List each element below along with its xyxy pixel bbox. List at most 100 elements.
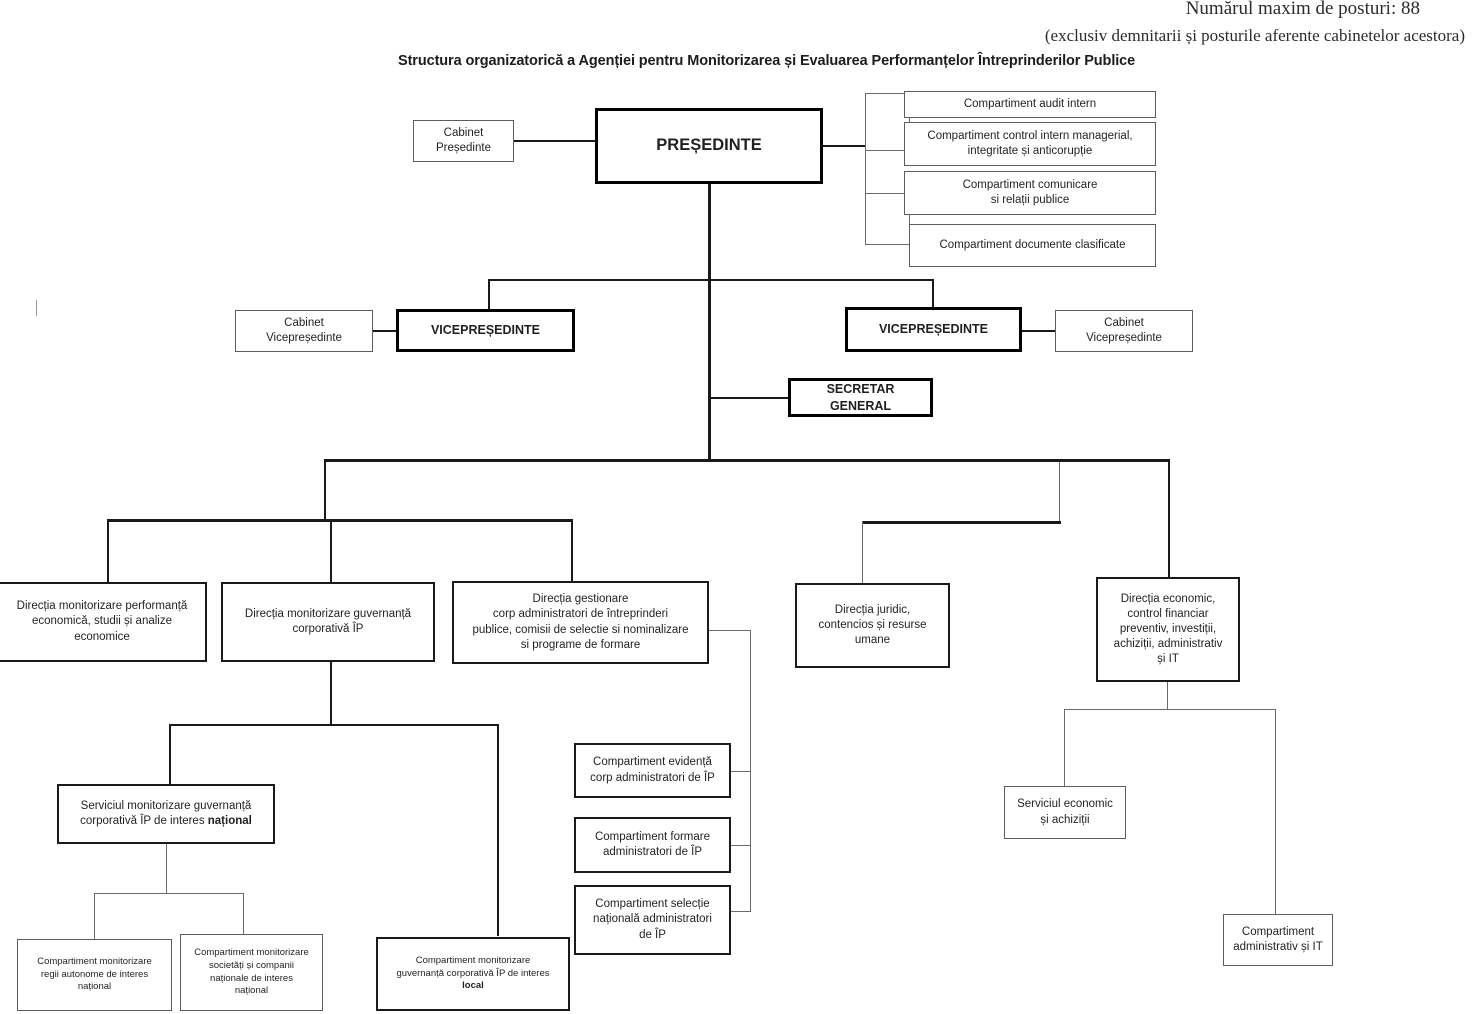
connector-administrativ-drop (1275, 709, 1277, 915)
connector-dir-juridic-drop (862, 521, 864, 583)
connector-cabinet-presedinte (514, 140, 596, 142)
node-label-line2: guvernanță corporativă ÎP de interes (396, 967, 550, 979)
exclusion-note-label: (exclusiv demnitarii și posturile aferen… (1044, 26, 1465, 45)
node-vicepresedinte-stanga[interactable]: VICEPREȘEDINTE (396, 309, 575, 352)
node-label: PREȘEDINTE (656, 136, 762, 155)
node-secretar-general[interactable]: SECRETAR GENERAL (788, 378, 933, 417)
stray-mark (36, 300, 37, 316)
node-label: VICEPREȘEDINTE (878, 322, 989, 337)
connector-vice-left-drop (488, 279, 490, 311)
connector-to-documente (865, 244, 910, 246)
node-label: SECRETAR GENERAL (826, 382, 895, 413)
node-compartiment-monitorizare-local[interactable]: Compartiment monitorizare guvernanță cor… (376, 937, 570, 1011)
node-label: VICEPREȘEDINTE (430, 323, 541, 338)
connector-guvernanta-stem (330, 662, 332, 725)
connector-comunicare-drop (909, 193, 911, 245)
node-label-emphasis: național (207, 815, 252, 827)
connector-main-trunk (708, 184, 711, 462)
connector-directorate-bar (324, 459, 1061, 462)
node-compartiment-control-intern[interactable]: Compartiment control intern managerial,i… (904, 122, 1156, 166)
connector-dir-economic-drop (1168, 459, 1170, 577)
connector-cabinet-vice-stanga (373, 330, 397, 332)
connector-vice-bar (488, 279, 934, 281)
node-vicepresedinte-dreapta[interactable]: VICEPREȘEDINTE (845, 307, 1022, 352)
node-label: Compartiment control intern managerial,i… (927, 129, 1133, 157)
connector-economic-stem (1167, 682, 1169, 710)
connector-guvernanta-bar (169, 724, 499, 726)
connector-compartiment-local-drop (497, 724, 499, 936)
node-label-emphasis: local (462, 980, 484, 992)
node-label: Compartiment documente clasificate (939, 238, 1126, 251)
node-compartiment-documente-clasificate[interactable]: Compartiment documente clasificate (909, 224, 1156, 267)
node-serviciul-monitorizare-guvernanta-national[interactable]: Serviciul monitorizare guvernanță corpor… (57, 784, 275, 844)
connector-right-spine (865, 93, 867, 245)
node-label: Compartiment monitorizare guvernanță cor… (378, 955, 568, 993)
node-label-line1: Serviciul monitorizare guvernanță (80, 799, 252, 812)
connector-to-audit (865, 93, 910, 95)
connector-secretar-general (708, 397, 790, 399)
connector-societati-drop (243, 893, 245, 940)
node-presedinte[interactable]: PREȘEDINTE (595, 108, 823, 184)
connector-serviciul-national-drop (169, 724, 171, 785)
connector-to-comunicare (865, 193, 910, 195)
max-posts-label: Numărul maxim de posturi: 88 (1185, 0, 1420, 19)
connector-right-subbar (862, 521, 1061, 524)
connector-dir-performanta-drop (107, 519, 109, 582)
connector-serviciul-stem (166, 844, 168, 894)
connector-left-group-drop (324, 459, 326, 521)
chart-title: Structura organizatorică a Agenției pent… (398, 53, 1136, 69)
connector-economic-bridge (1059, 459, 1170, 462)
connector-vice-right-drop (932, 279, 934, 311)
node-compartiment-audit-intern[interactable]: Compartiment audit intern (904, 91, 1156, 118)
connector-left-subbar (107, 519, 573, 522)
node-label-line1: Compartiment monitorizare (415, 955, 531, 967)
node-label: Serviciul monitorizare guvernanță corpor… (59, 799, 273, 829)
connector-to-formare (731, 845, 751, 847)
connector-cabinet-vice-dreapta (1022, 330, 1055, 332)
connector-presedinte-right (823, 145, 866, 147)
connector-right-group-drop (1059, 459, 1061, 521)
connector-gestionare-right (709, 630, 751, 632)
connector-serviciul-economic-drop (1064, 709, 1066, 787)
connector-to-evidenta (731, 771, 751, 773)
connector-to-control (865, 150, 910, 152)
connector-serviciul-bar (94, 893, 244, 895)
connector-regii-drop (94, 893, 96, 940)
connector-dir-gestionare-drop (571, 519, 573, 581)
connector-dir-guvernanta-drop (330, 519, 332, 582)
node-label: Compartiment audit intern (963, 97, 1097, 110)
